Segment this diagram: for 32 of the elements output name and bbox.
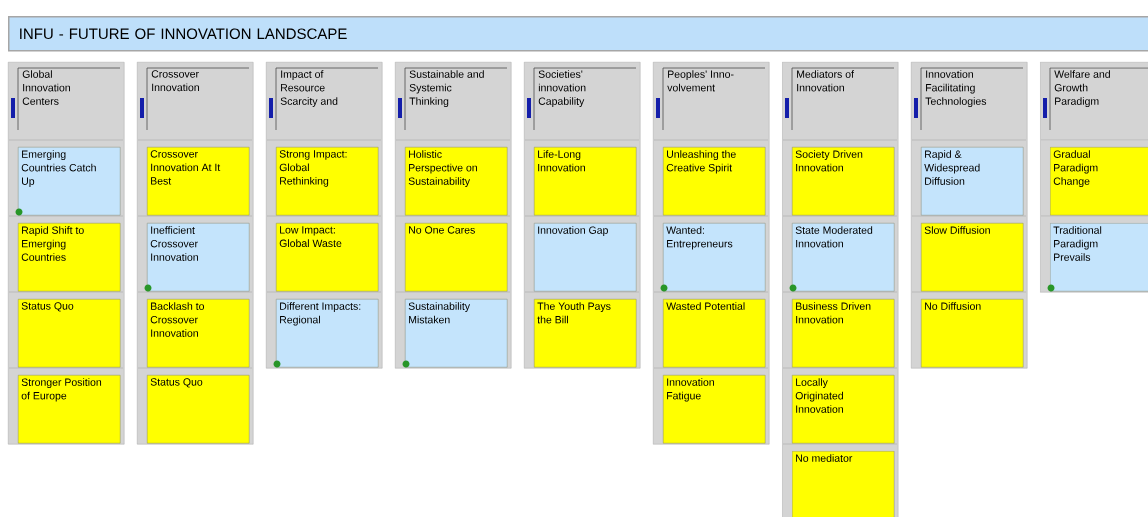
scenario-card: Business Driven Innovation [792,299,895,368]
scenario-card: Emerging Countries Catch Up [18,147,121,216]
scenario-card: Inefficient Crossover Innovation [147,223,250,292]
scenario-card: Status Quo [18,299,121,368]
scenario-card: Sustainability Mistaken [405,299,508,368]
scenario-card: Backlash to Crossover Innovation [147,299,250,368]
scenario-card: Innovation Gap [534,223,637,292]
scenario-card: Society Driven Innovation [792,147,895,216]
scenario-card: Rapid Shift to Emerging Countries [18,223,121,292]
scenario-card: Crossover Innovation At It Best [147,147,250,216]
scenario-card: Stronger Position of Europe [18,375,121,444]
scenario-card: No mediator [792,451,895,517]
scenario-card: Low Impact: Global Waste [276,223,379,292]
scenario-card: Wasted Potential [663,299,766,368]
scenario-card: Innovation Fatigue [663,375,766,444]
scenario-card: Traditional Paradigm Prevails [1050,223,1148,292]
scenario-card: Different Impacts: Regional [276,299,379,368]
scenario-card: Slow Diffusion [921,223,1024,292]
scenario-card: Wanted: Entrepreneurs [663,223,766,292]
scenario-card: State Moderated Innovation [792,223,895,292]
scenario-card: No Diffusion [921,299,1024,368]
scenario-card: Rapid & Widespread Diffusion [921,147,1024,216]
scenario-card: The Youth Pays the Bill [534,299,637,368]
scenario-card: Strong Impact: Global Rethinking [276,147,379,216]
scenario-card: No One Cares [405,223,508,292]
scenario-card: Gradual Paradigm Change [1050,147,1148,216]
scenario-card: Life-Long Innovation [534,147,637,216]
scenario-card: Status Quo [147,375,250,444]
scenario-card: Unleashing the Creative Spirit [663,147,766,216]
title-bar: INFU - FUTURE OF INNOVATION LANDSCAPE [8,16,1148,52]
scenario-card: Holistic Perspective on Sustainability [405,147,508,216]
scenario-card: Locally Originated Innovation [792,375,895,444]
